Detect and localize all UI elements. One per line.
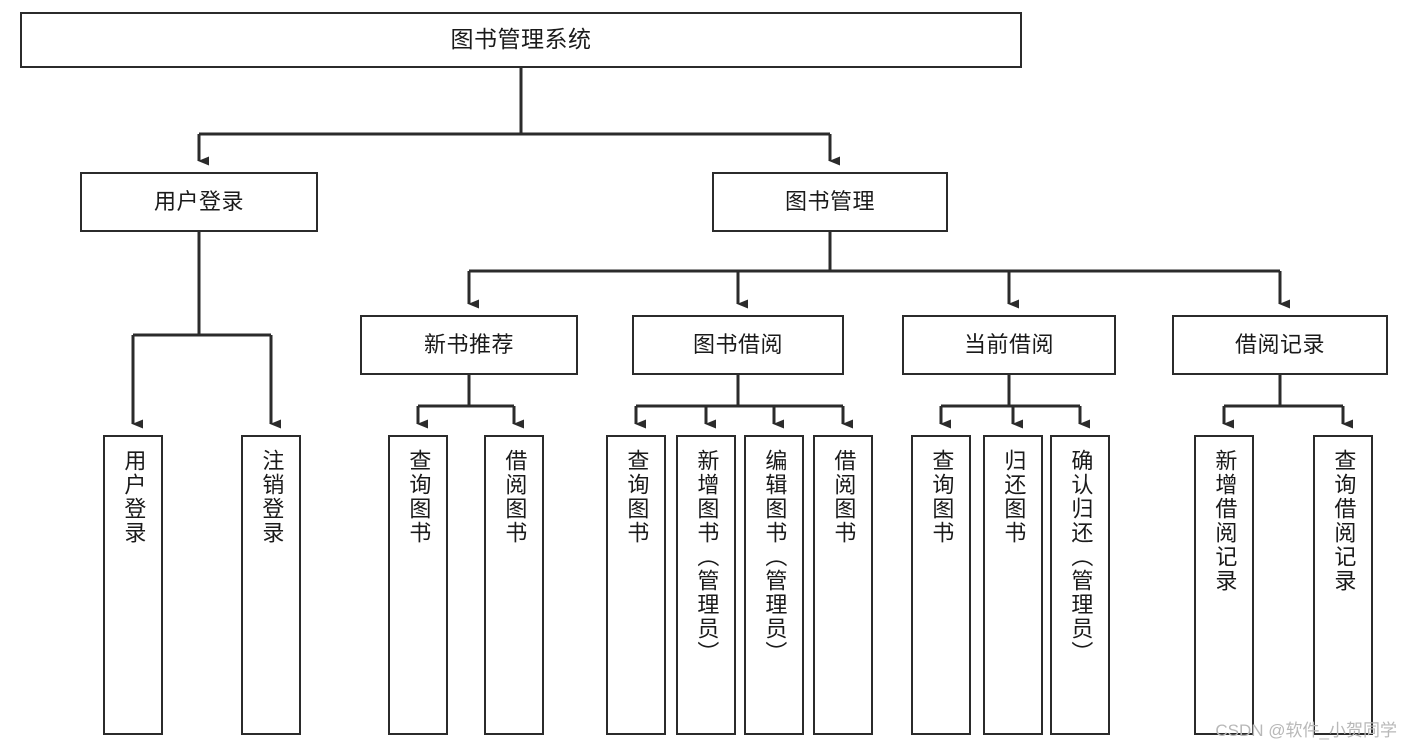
leaf-query-book-recommend[interactable]: 查询图书 <box>388 435 448 735</box>
leaf-user-login[interactable]: 用户登录 <box>103 435 163 735</box>
node-book-borrow[interactable]: 图书借阅 <box>632 315 844 375</box>
node-label: 借阅图书 <box>831 449 857 545</box>
node-label: 借阅图书 <box>502 449 528 545</box>
leaf-query-book-current[interactable]: 查询图书 <box>911 435 971 735</box>
node-root[interactable]: 图书管理系统 <box>20 12 1022 68</box>
node-label: 查询图书 <box>929 449 955 545</box>
leaf-query-borrow-record[interactable]: 查询借阅记录 <box>1313 435 1373 735</box>
leaf-confirm-return-admin[interactable]: 确认归还（管理员） <box>1050 435 1110 735</box>
leaf-borrow-book[interactable]: 借阅图书 <box>813 435 873 735</box>
node-label: 确认归还（管理员） <box>1068 449 1094 665</box>
node-label: 归还图书 <box>1001 449 1027 545</box>
leaf-logout-login[interactable]: 注销登录 <box>241 435 301 735</box>
node-label: 注销登录 <box>259 449 285 545</box>
node-borrow-record[interactable]: 借阅记录 <box>1172 315 1388 375</box>
leaf-query-book-borrow[interactable]: 查询图书 <box>606 435 666 735</box>
node-user-login[interactable]: 用户登录 <box>80 172 318 232</box>
leaf-add-borrow-record[interactable]: 新增借阅记录 <box>1194 435 1254 735</box>
node-label: 新书推荐 <box>423 332 514 358</box>
leaf-edit-book-admin[interactable]: 编辑图书（管理员） <box>744 435 804 735</box>
leaf-add-book-admin[interactable]: 新增图书（管理员） <box>676 435 736 735</box>
leaf-return-book[interactable]: 归还图书 <box>983 435 1043 735</box>
node-label: 图书借阅 <box>692 332 783 358</box>
node-label: 用户登录 <box>153 189 244 215</box>
node-label: 查询图书 <box>624 449 650 545</box>
node-current-borrow[interactable]: 当前借阅 <box>902 315 1116 375</box>
leaf-borrow-book-recommend[interactable]: 借阅图书 <box>484 435 544 735</box>
node-label: 新增借阅记录 <box>1212 449 1238 593</box>
node-label: 图书管理系统 <box>450 26 592 53</box>
node-label: 借阅记录 <box>1234 332 1325 358</box>
node-label: 当前借阅 <box>963 332 1054 358</box>
node-label: 新增图书（管理员） <box>694 449 720 665</box>
node-label: 编辑图书（管理员） <box>762 449 788 665</box>
node-label: 查询借阅记录 <box>1331 449 1357 593</box>
node-label: 图书管理 <box>784 189 875 215</box>
node-label: 查询图书 <box>406 449 432 545</box>
node-new-book-recommend[interactable]: 新书推荐 <box>360 315 578 375</box>
watermark-text: CSDN @软件_小贺同学 <box>1215 721 1397 740</box>
node-label: 用户登录 <box>121 449 147 545</box>
node-book-management[interactable]: 图书管理 <box>712 172 948 232</box>
